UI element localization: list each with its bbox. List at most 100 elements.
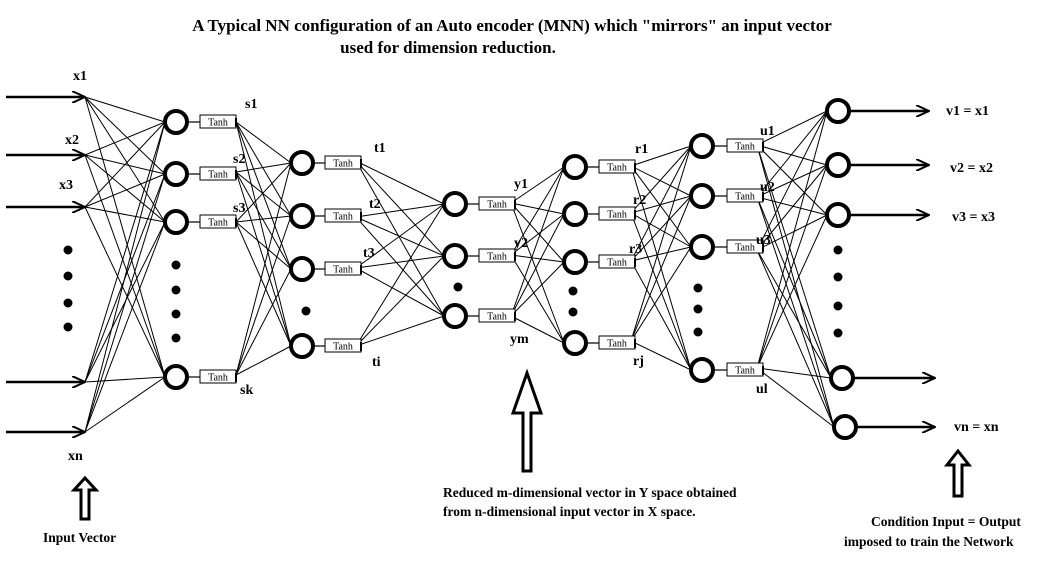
connection-y-r — [510, 213, 565, 317]
ellipsis-dot — [171, 309, 181, 319]
neuron — [562, 249, 588, 275]
hollow-up-arrow — [70, 475, 100, 521]
connection-r-u — [630, 145, 692, 167]
connection-s-t — [235, 215, 292, 223]
connection-t-y — [355, 315, 445, 347]
connection-r-u — [630, 165, 692, 197]
label-rj: rj — [633, 354, 644, 369]
neuron — [289, 333, 315, 359]
caption-condition-line-2: imposed to train the Network — [844, 534, 1014, 549]
title-line-1: A Typical NN configuration of an Auto en… — [192, 16, 832, 35]
label-ul: ul — [756, 382, 768, 397]
connection-y-r — [510, 166, 565, 204]
connection-y-r — [510, 202, 565, 215]
connection-lines — [84, 96, 835, 433]
label-ym: ym — [510, 332, 529, 347]
connection-u-v — [756, 144, 828, 166]
label-v2: v2 = x2 — [950, 161, 993, 176]
neuron — [689, 133, 715, 159]
label-ti: ti — [372, 355, 381, 370]
ellipsis-dot — [693, 327, 703, 337]
label-u1: u1 — [760, 124, 775, 139]
connection-u-v — [756, 367, 832, 379]
tanh-label: Tanh — [607, 210, 627, 221]
connection-r-u — [630, 145, 692, 342]
neuron — [562, 154, 588, 180]
title-line-2: used for dimension reduction. — [340, 38, 556, 57]
connection-s-t — [235, 221, 292, 270]
ellipsis-dot — [301, 306, 311, 316]
label-r2: r2 — [633, 193, 646, 208]
neuron — [163, 364, 189, 390]
neuron — [689, 234, 715, 260]
neuron — [163, 209, 189, 235]
label-r1: r1 — [635, 142, 648, 157]
connection-r-u — [630, 212, 692, 248]
label-y2: y2 — [514, 236, 528, 251]
neuron — [442, 303, 468, 329]
connection-s-t — [235, 268, 292, 376]
tanh-label: Tanh — [607, 258, 627, 269]
connection-input-s — [84, 121, 166, 156]
connection-y-r — [510, 315, 565, 344]
connection-y-r — [510, 202, 565, 263]
connection-t-y — [355, 203, 445, 269]
caption-input-vector: Input Vector — [43, 530, 116, 545]
connection-input-s — [84, 221, 166, 433]
tanh-label: Tanh — [333, 342, 353, 353]
ellipsis-dot — [63, 298, 73, 308]
caption-condition-line-1: Condition Input = Output — [871, 514, 1021, 529]
connection-input-s — [84, 121, 166, 383]
neuron — [825, 152, 851, 178]
connection-input-s — [84, 154, 166, 223]
connection-r-u — [630, 212, 692, 371]
connection-y-r — [510, 166, 565, 317]
ellipsis-dot — [63, 245, 73, 255]
tanh-label: Tanh — [735, 192, 755, 203]
label-t1: t1 — [374, 141, 386, 156]
neuron — [825, 202, 851, 228]
label-sk: sk — [240, 383, 253, 398]
ellipsis-dot — [63, 322, 73, 332]
connection-t-y — [355, 267, 445, 317]
neuron — [289, 150, 315, 176]
connection-u-v — [756, 214, 828, 251]
connection-y-r — [510, 261, 565, 317]
connection-s-t — [235, 121, 292, 347]
ellipsis-dot — [171, 285, 181, 295]
connection-r-u — [630, 260, 692, 371]
connection-input-s — [84, 96, 166, 123]
connection-u-v — [756, 196, 828, 216]
connection-s-t — [235, 171, 292, 270]
connection-s-t — [235, 162, 292, 223]
connection-t-y — [355, 160, 445, 317]
connection-t-y — [355, 160, 445, 205]
connection-t-y — [355, 255, 445, 347]
hollow-up-arrow — [943, 448, 973, 498]
tanh-label: Tanh — [333, 265, 353, 276]
label-r3: r3 — [629, 242, 642, 257]
neuron — [562, 330, 588, 356]
connection-r-u — [630, 165, 692, 248]
tanh-label: Tanh — [735, 142, 755, 153]
neuron — [442, 243, 468, 269]
tanh-label: Tanh — [487, 312, 507, 323]
tanh-label: Tanh — [208, 118, 228, 129]
connection-input-s — [84, 206, 166, 378]
connection-input-s — [84, 173, 166, 433]
tanh-label: Tanh — [487, 200, 507, 211]
connection-t-y — [355, 160, 445, 257]
label-x3: x3 — [59, 178, 73, 193]
ellipsis-dot — [568, 307, 578, 317]
connection-y-r — [510, 166, 565, 256]
ellipsis-dot — [568, 286, 578, 296]
connection-input-s — [84, 173, 166, 208]
connection-input-s — [84, 121, 166, 433]
label-x1: x1 — [73, 69, 87, 84]
tanh-label: Tanh — [333, 159, 353, 170]
connection-r-u — [630, 195, 692, 342]
connection-r-u — [630, 145, 692, 214]
connection-input-s — [84, 376, 166, 433]
connection-s-t — [235, 171, 292, 347]
